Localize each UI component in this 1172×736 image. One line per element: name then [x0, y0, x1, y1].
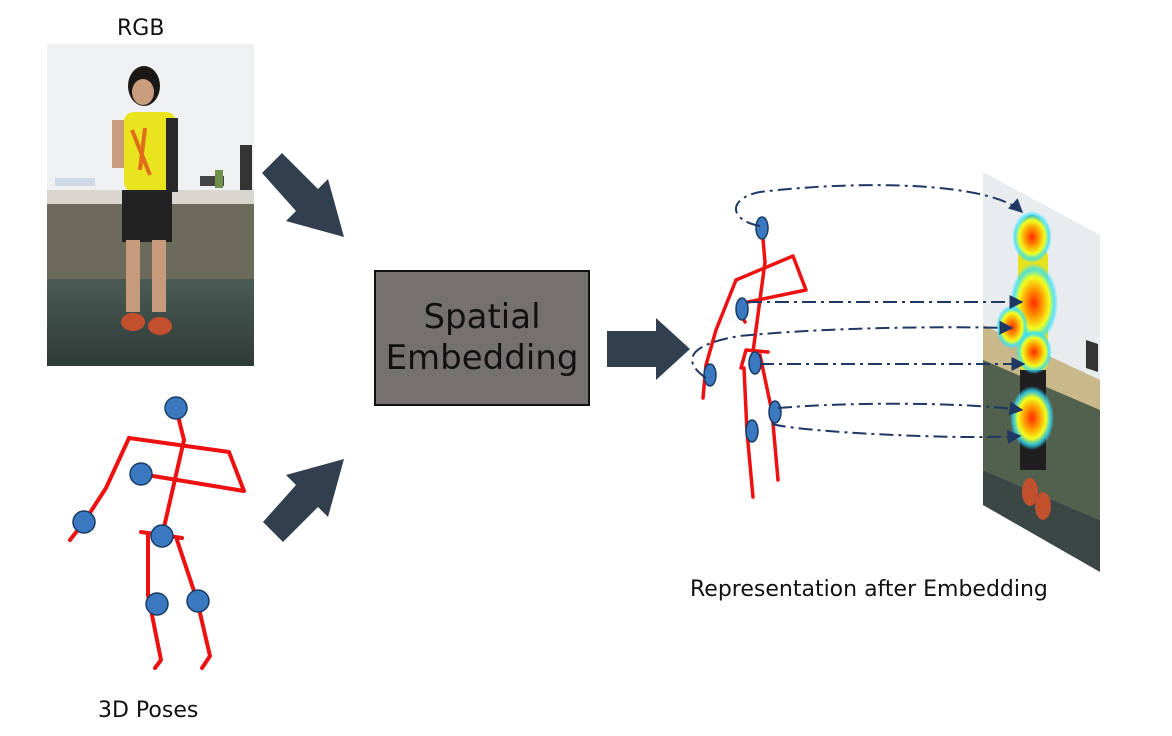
- embedding-title-line1: Spatial: [423, 297, 541, 337]
- rgb-photo: [47, 44, 254, 366]
- spatial-embedding-box: Spatial Embedding: [374, 270, 590, 406]
- arrow-embedding-to-representation: [607, 318, 690, 380]
- rgb-label: RGB: [117, 16, 165, 41]
- joint-knee-right: [186, 589, 210, 613]
- arrow-rgb-to-embedding: [262, 153, 344, 237]
- joint-hand: [72, 510, 96, 534]
- arrow-poses-to-embedding: [263, 459, 344, 542]
- joint-shoulder: [129, 462, 153, 486]
- pose-joints: [72, 396, 210, 616]
- poses-label: 3D Poses: [98, 698, 199, 723]
- joint-knee-left: [145, 592, 169, 616]
- embedding-title-line2: Embedding: [385, 338, 579, 378]
- joint-head: [164, 396, 188, 420]
- joint-hip: [150, 524, 174, 548]
- embedding-links: [691, 184, 1026, 444]
- representation-label: Representation after Embedding: [690, 577, 1048, 602]
- heatmap-photo: [983, 172, 1100, 572]
